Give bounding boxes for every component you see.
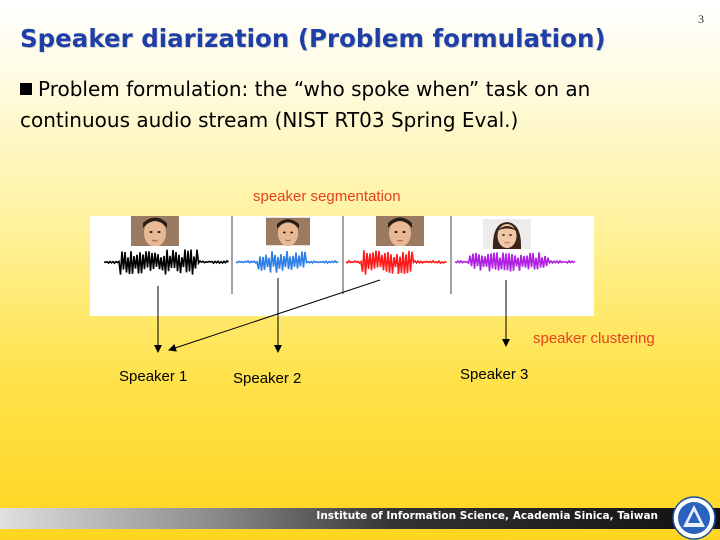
bullet-text-line1: Problem formulation: the “who spoke when… [38,77,591,101]
segmentation-label: speaker segmentation [253,188,401,205]
speaker3-label: Speaker 3 [460,366,528,383]
waveform-segment-speaker1 [103,249,229,275]
footer-institute: Institute of Information Science, Academ… [316,510,658,522]
slide-number: 3 [698,12,704,26]
arrow-segment3-to-speaker1 [168,279,381,352]
speaker2-photo [266,217,310,246]
waveform-segment-speaker3 [454,252,576,272]
waveform-segment-speaker1-repeat [345,250,447,275]
speaker3-photo [483,219,531,249]
speaker1-photo-repeat [376,216,424,246]
slide-title: Speaker diarization (Problem formulation… [20,24,606,53]
square-bullet-icon [20,83,32,95]
waveform-segment-speaker2 [235,251,339,273]
speaker2-label: Speaker 2 [233,370,301,387]
bullet-point: Problem formulation: the “who spoke when… [20,74,700,136]
footer-bar: Institute of Information Science, Academ… [0,508,720,529]
speaker1-label: Speaker 1 [119,368,187,385]
speaker1-photo [131,216,179,246]
clustering-label: speaker clustering [533,330,655,347]
bullet-text-line2: continuous audio stream (NIST RT03 Sprin… [20,108,519,132]
academia-sinica-logo-icon [672,496,716,540]
